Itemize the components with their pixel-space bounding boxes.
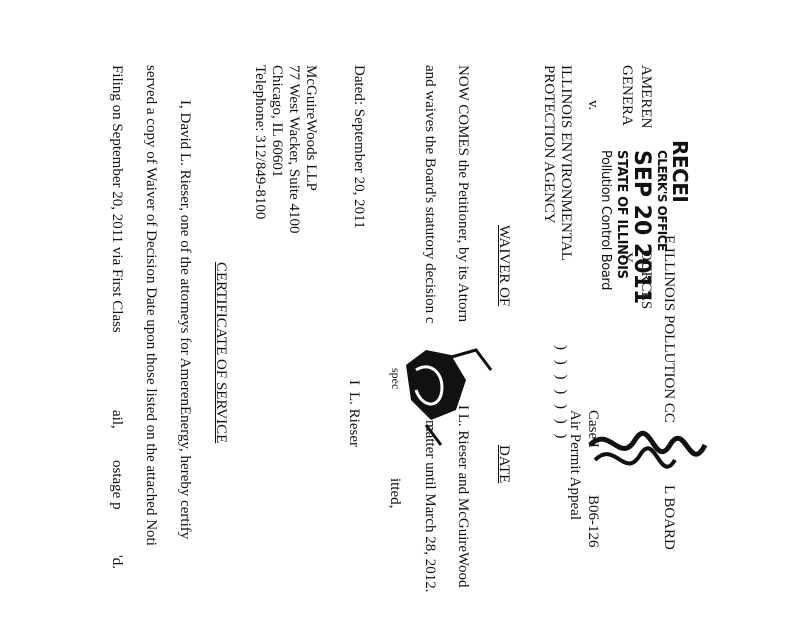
firm-city: Chicago, IL 60601 (269, 65, 285, 178)
certificate-line1: I, David L. Rieser, one of the attorneys… (177, 100, 193, 540)
certificate-title: CERTIFICATE OF SERVICE (213, 262, 229, 444)
petitioner-line-2: OURCES (638, 250, 654, 310)
versus: v. (585, 100, 601, 111)
firm-phone: Telephone: 312/849-8100 (252, 65, 268, 220)
firm-name: McGuireWoods LLP (303, 65, 319, 191)
signer-prefix: I (346, 380, 362, 385)
stamp-received: RECEI (668, 140, 692, 203)
stamp-seal-mark (588, 430, 708, 469)
certificate-line3-mid: ail, (109, 410, 125, 429)
respectfully-fragment: spec (389, 368, 403, 390)
waiver-title-end: DATE (496, 445, 512, 484)
caption-parens: ) ) ) ) ) ) ) (553, 345, 569, 442)
certificate-line3-mid2: ostage p (109, 460, 125, 510)
respondent-line-2: PROTECTION AGENCY (541, 65, 557, 224)
waiver-body-line1: NOW COMES the Petitioner, by its Attorn (455, 65, 471, 323)
dated-line: Dated: September 20, 2011 (351, 65, 367, 229)
firm-street: 77 West Wacker, Suite 4100 (286, 65, 302, 234)
stamp-board: Pollution Control Board (598, 150, 613, 290)
certificate-line3: Filing on September 20, 2011 via First C… (109, 65, 125, 333)
waiver-body-line2: and waives the Board's statutory decisio… (422, 65, 438, 324)
signer-name: L. Rieser (346, 392, 362, 447)
petitioner-line-1: AMEREN (638, 65, 654, 129)
certificate-line2: served a copy of Waiver of Decision Date… (143, 65, 159, 546)
signature-mark (406, 348, 493, 446)
certificate-line3-end: 'd. (109, 555, 125, 569)
petitioner-line-3: GENERA (619, 65, 635, 126)
waiver-title-start: WAIVER OF (496, 225, 512, 307)
submitted-fragment: itted, (387, 478, 403, 509)
petitioner-line-4: Y (619, 252, 635, 263)
respondent-line-1: ILLINOIS ENVIRONMENTAL (558, 65, 574, 261)
